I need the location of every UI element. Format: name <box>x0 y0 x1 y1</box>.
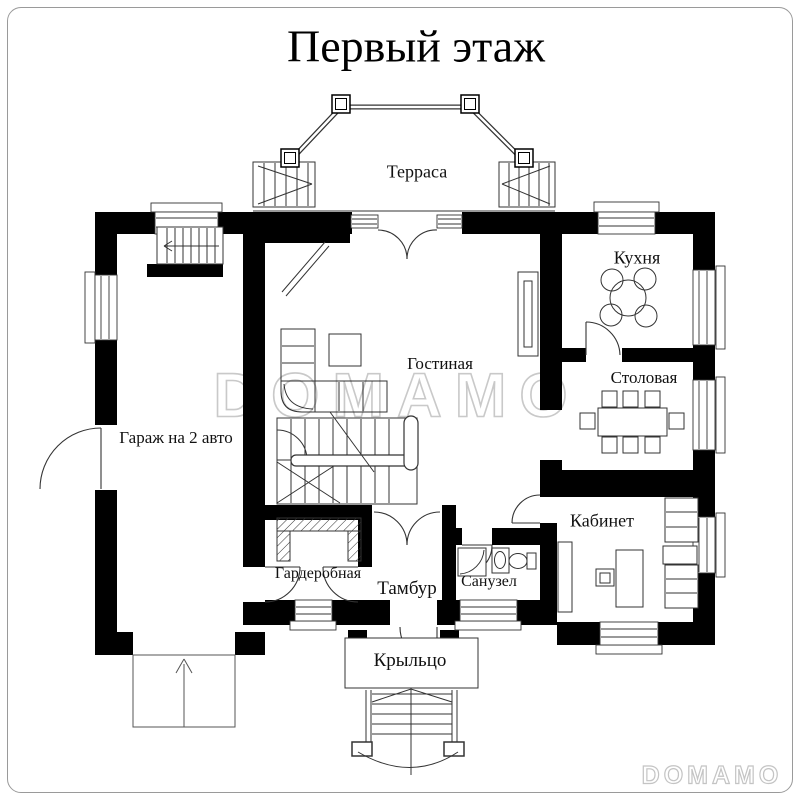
door-kitchen <box>585 321 621 356</box>
toilet <box>508 552 537 570</box>
chimney-diagonal <box>281 241 330 297</box>
french-door-living <box>377 229 438 260</box>
bathroom-fixtures <box>457 547 537 577</box>
living-room-furniture <box>280 328 388 413</box>
wardrobe-racks <box>276 517 362 562</box>
armchair <box>664 497 699 543</box>
side-table <box>662 545 698 565</box>
window-bathroom-bottom <box>454 599 522 631</box>
double-door-vestibule <box>373 511 441 546</box>
door-garage-wardrobe <box>264 566 301 603</box>
window-living-right-strip <box>436 214 463 229</box>
room-label-kitchen: Кухня <box>613 247 661 268</box>
terrace-stair-right <box>498 161 556 208</box>
shower <box>457 547 487 577</box>
room-label-living: Гостиная <box>407 354 473 373</box>
main-staircase <box>276 411 419 505</box>
sink <box>491 547 510 574</box>
desk <box>615 549 644 608</box>
coffee-table <box>328 333 362 367</box>
page-title: Первый этаж <box>287 20 545 72</box>
window-dining-right <box>692 376 726 454</box>
room-label-dining: Столовая <box>610 368 678 387</box>
windows <box>84 201 726 655</box>
page-border <box>7 7 793 793</box>
window-kitchen-top <box>593 201 660 235</box>
room-label-vestibule: Тамбур <box>377 578 437 599</box>
garage-driveway <box>132 654 236 728</box>
door-wardrobe-vestibule <box>322 566 359 603</box>
room-label-office: Кабинет <box>569 510 635 531</box>
watermark-center: DOMAMO <box>213 361 581 432</box>
window-wardrobe-bottom <box>289 599 337 631</box>
room-label-garage: Гараж на 2 авто <box>119 428 233 447</box>
room-label-porch: Крыльцо <box>373 650 447 671</box>
door-office <box>511 494 541 524</box>
room-label-terrace: Терраса <box>386 161 448 182</box>
porch-steps <box>344 637 479 775</box>
dining-table-set <box>579 390 685 454</box>
kitchen-table-set <box>599 267 658 328</box>
fireplace <box>517 271 539 357</box>
interior-walls <box>147 234 693 625</box>
terrace-stair-left <box>252 161 316 208</box>
window-living-left-strip <box>350 214 379 229</box>
room-label-wardrobe: Гардеробная <box>274 565 362 582</box>
room-label-bathroom: Санузел <box>461 573 517 590</box>
window-office-bottom <box>595 621 663 655</box>
window-kitchen-right <box>692 265 726 350</box>
watermark-corner: DOMAMO <box>641 761 783 790</box>
bookcase <box>557 541 573 613</box>
door-garage-exterior <box>39 427 102 490</box>
window-garage-left <box>84 271 118 344</box>
office-furniture <box>557 497 699 613</box>
terrace <box>252 94 556 212</box>
garage-staircase <box>156 226 224 265</box>
armchair <box>664 564 699 609</box>
terrace-posts <box>280 94 534 168</box>
